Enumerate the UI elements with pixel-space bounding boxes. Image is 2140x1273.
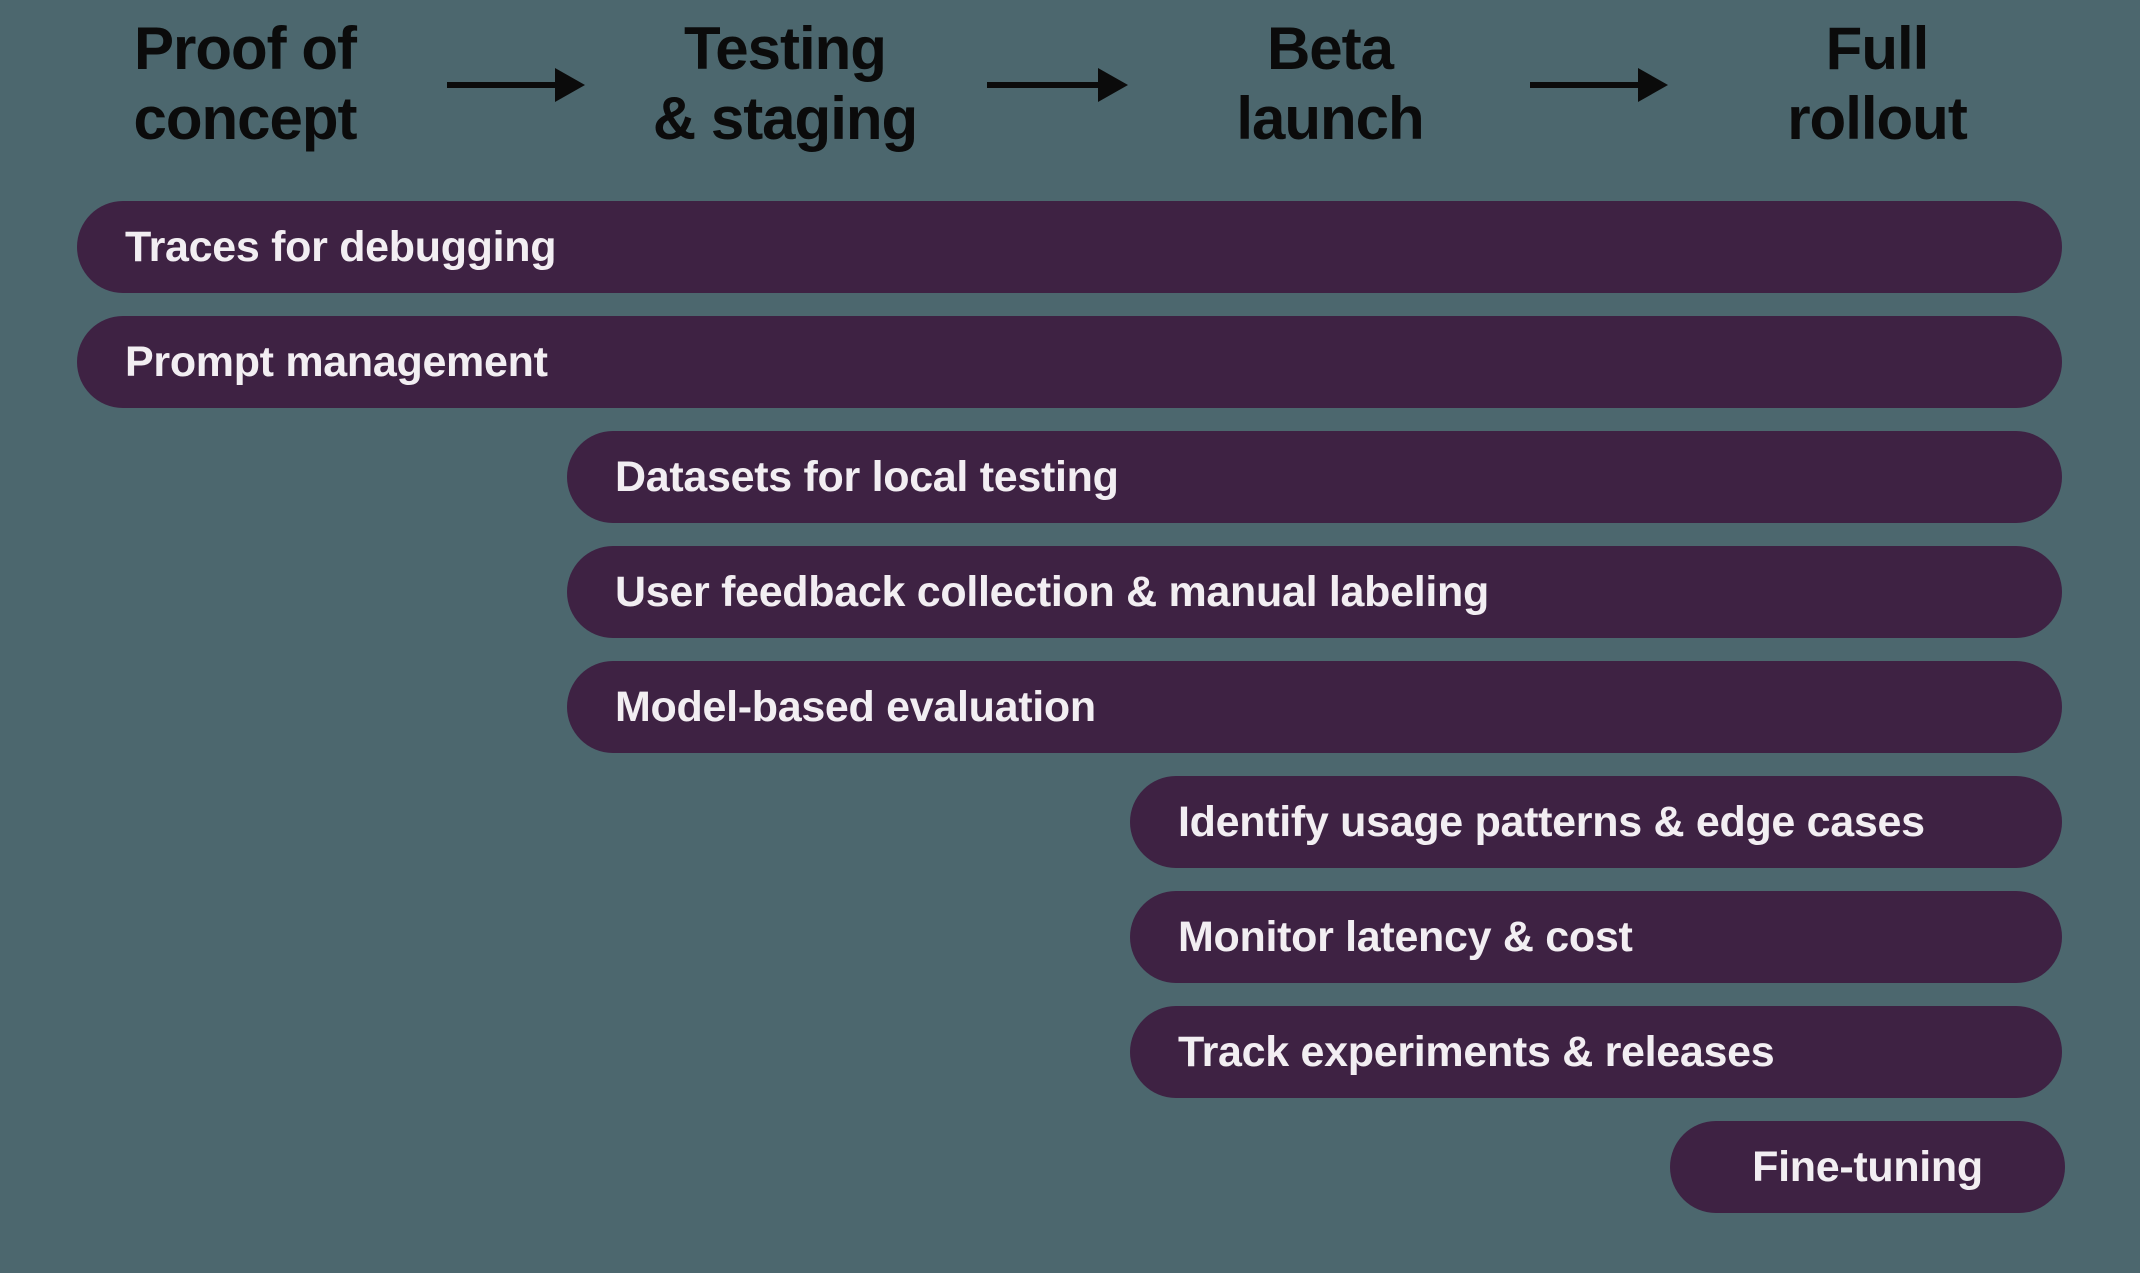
bar-user-feedback-labeling: User feedback collection & manual labeli… bbox=[567, 546, 2062, 638]
arrow-right-icon bbox=[447, 68, 585, 102]
arrow-right-icon bbox=[1530, 68, 1668, 102]
stage-label-proof-of-concept: Proof of concept bbox=[133, 15, 357, 152]
bar-prompt-management: Prompt management bbox=[77, 316, 2062, 408]
bar-usage-patterns-edge-cases: Identify usage patterns & edge cases bbox=[1130, 776, 2062, 868]
stage-label-full-rollout: Full rollout bbox=[1787, 15, 1968, 152]
bar-track-experiments-releases: Track experiments & releases bbox=[1130, 1006, 2062, 1098]
bar-datasets-local-testing: Datasets for local testing bbox=[567, 431, 2062, 523]
bar-model-based-evaluation: Model-based evaluation bbox=[567, 661, 2062, 753]
stage-label-testing-staging: Testing & staging bbox=[652, 15, 918, 152]
bar-traces-for-debugging: Traces for debugging bbox=[77, 201, 2062, 293]
bar-monitor-latency-cost: Monitor latency & cost bbox=[1130, 891, 2062, 983]
bar-fine-tuning: Fine-tuning bbox=[1670, 1121, 2065, 1213]
stage-label-beta-launch: Beta launch bbox=[1236, 15, 1424, 152]
arrow-right-icon bbox=[987, 68, 1128, 102]
